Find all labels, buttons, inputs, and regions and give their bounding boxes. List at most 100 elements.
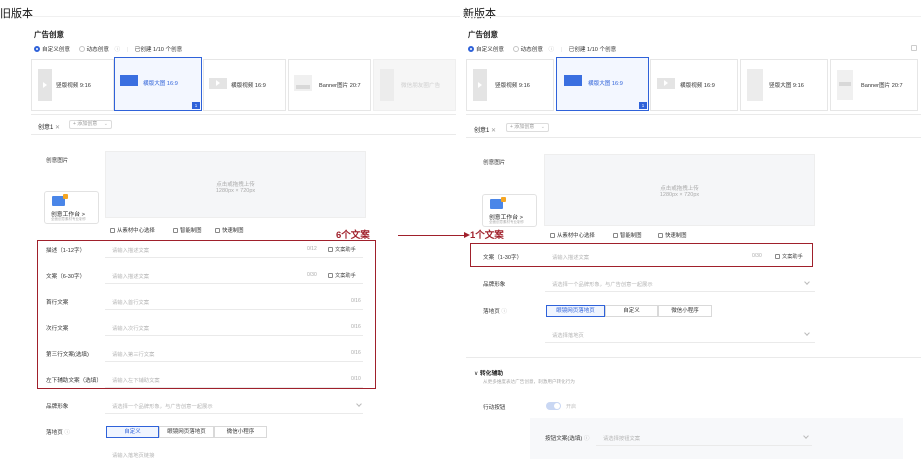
chevron-down-icon — [356, 401, 362, 407]
creative-workstation-card[interactable]: 创意工作台 > 全面创意素材专业制作 — [482, 194, 537, 227]
selected-count-badge: 1 — [192, 102, 200, 109]
field-input[interactable]: 请输入次行文案 — [112, 326, 150, 332]
field-label: 左下辅助文案（选填） — [46, 378, 102, 384]
format-label: Banner图片 20:7 — [319, 83, 361, 89]
material-center-button[interactable]: 从素材中心选择 — [550, 231, 595, 239]
convert-section-toggle[interactable]: ∨ 转化辅助 — [474, 368, 503, 377]
input-underline — [105, 387, 363, 388]
copy-assistant-button[interactable]: 文案助手 — [328, 246, 356, 253]
close-icon[interactable]: ✕ — [55, 125, 61, 131]
format-card-landscape-image[interactable]: 横版大图 16:9 1 — [556, 57, 649, 111]
radio-custom-label: 自定义创意 — [476, 47, 504, 53]
close-icon[interactable]: ✕ — [491, 128, 497, 134]
landing-option-glasses-page[interactable]: 眼镜网页落地页 — [546, 305, 605, 317]
landing-option-custom[interactable]: 自定义 — [605, 305, 658, 317]
copy-assistant-button[interactable]: 文案助手 — [328, 272, 356, 279]
action-label: 快速制图 — [222, 228, 244, 234]
char-count: 0/16 — [351, 350, 361, 356]
assistant-icon — [775, 254, 780, 259]
field-input[interactable]: 请输入描述文案 — [112, 274, 150, 280]
landing-label: 落地页 ⓘ — [483, 309, 507, 315]
button-text-select[interactable]: 请选择按钮文案 — [603, 436, 641, 442]
doc-icon — [215, 228, 220, 233]
brand-select[interactable]: 请选择一个品牌形象，与广告创意一起展示 — [552, 282, 653, 288]
format-card-vertical-image[interactable]: 竖版大图 9:16 — [740, 59, 828, 111]
action-button-label: 行动按钮 — [483, 405, 506, 411]
format-label: 微信朋友圈广告 — [401, 83, 441, 89]
workstation-icon — [490, 197, 506, 209]
tab-creative-1[interactable]: 创意1 ✕ — [38, 122, 60, 131]
radio-custom[interactable] — [34, 46, 40, 52]
char-count: 0/16 — [351, 324, 361, 330]
format-card-landscape-video[interactable]: 横版视频 16:9 — [203, 59, 286, 111]
divider — [30, 16, 460, 17]
field-input[interactable]: 请输入描述文案 — [552, 255, 590, 261]
copy-assistant-button[interactable]: 文案助手 — [775, 253, 803, 260]
format-label: 横版视频 16:9 — [680, 83, 715, 89]
landscape-video-thumb-icon — [209, 78, 227, 89]
upload-area[interactable]: 点击或拖拽上传 1280px × 720px — [544, 154, 815, 226]
format-label: Banner图片 20:7 — [861, 83, 903, 89]
field-input[interactable]: 请输入第三行文案 — [112, 352, 155, 358]
created-count: 已创建 1/10 个创意 — [134, 47, 183, 53]
image-label: 创意图片 — [46, 158, 69, 164]
format-card-vertical-video[interactable]: 竖版视频 9:16 — [466, 59, 554, 111]
landing-page-select[interactable]: 请选择落地页 — [552, 333, 584, 339]
workstation-title: 创意工作台 > — [51, 212, 85, 218]
banner-thumb-icon — [837, 70, 853, 100]
divider — [466, 137, 921, 138]
checkbox[interactable] — [911, 45, 917, 51]
field-input[interactable]: 请输入左下辅助文案 — [112, 378, 160, 384]
chevron-down-icon — [804, 330, 810, 336]
landing-url-input[interactable]: 请输入落地页链接 — [112, 453, 155, 459]
landing-option-custom[interactable]: 自定义 — [106, 426, 159, 438]
divider — [31, 114, 456, 115]
info-icon: ⓘ — [501, 309, 507, 315]
brand-select[interactable]: 请选择一个品牌形象，与广告创意一起展示 — [112, 404, 213, 410]
format-card-landscape-image[interactable]: 横版大图 16:9 1 — [114, 57, 202, 111]
tab-creative-1[interactable]: 创意1 ✕ — [474, 125, 496, 134]
add-creative-button[interactable]: + 添加创意 ⌄ — [69, 120, 112, 129]
format-label: 竖版大图 9:16 — [769, 83, 804, 89]
radio-dynamic[interactable] — [512, 46, 519, 52]
format-card-banner[interactable]: Banner图片 20:7 — [830, 59, 918, 111]
format-card-banner[interactable]: Banner图片 20:7 — [288, 59, 371, 111]
char-count: 0/16 — [351, 298, 361, 304]
add-creative-button[interactable]: + 添加创意 ⌄ — [506, 123, 549, 132]
creative-workstation-card[interactable]: 创意工作台 > 全面创意素材专业制作 — [44, 191, 99, 224]
annotation-label: 6个文案 — [336, 230, 370, 241]
landing-label: 落地页 ⓘ — [46, 430, 70, 436]
format-card-vertical-video[interactable]: 竖版视频 9:16 — [31, 59, 114, 111]
input-underline — [105, 361, 363, 362]
field-label: 文案（1-30字） — [483, 255, 523, 261]
field-label: 第三行文案(选填) — [46, 352, 89, 358]
workstation-subtitle: 全面创意素材专业制作 — [51, 217, 86, 221]
material-center-button[interactable]: 从素材中心选择 — [110, 226, 155, 234]
folder-icon — [110, 228, 115, 233]
info-icon: ⓘ — [583, 436, 590, 442]
smart-design-button[interactable]: 智能制图 — [613, 231, 642, 239]
upload-area[interactable]: 点击或拖拽上传 1280px × 720px — [105, 151, 366, 218]
brand-label: 品牌形象 — [46, 404, 69, 410]
landing-option-mini-program[interactable]: 微信小程序 — [658, 305, 712, 317]
quick-design-button[interactable]: 快速制图 — [215, 226, 244, 234]
landing-option-glasses-page[interactable]: 眼镜网页落地页 — [159, 426, 214, 438]
divider — [466, 16, 921, 17]
workstation-title: 创意工作台 > — [489, 215, 523, 221]
input-underline — [105, 309, 363, 310]
landscape-video-thumb-icon — [657, 78, 675, 89]
landing-option-mini-program[interactable]: 微信小程序 — [214, 426, 267, 438]
action-button-toggle[interactable] — [546, 402, 561, 410]
field-input[interactable]: 请输入首行文案 — [112, 300, 150, 306]
action-label: 智能制图 — [620, 233, 642, 239]
field-input[interactable]: 请输入描述文案 — [112, 248, 150, 254]
creative-mode-group: 自定义创意 动态创意 ⓘ | 已创建 1/10 个创意 — [468, 45, 616, 53]
quick-design-button[interactable]: 快速制图 — [658, 231, 687, 239]
radio-dynamic[interactable] — [78, 46, 85, 52]
radio-custom[interactable] — [468, 46, 474, 52]
format-card-landscape-video[interactable]: 横版视频 16:9 — [650, 59, 738, 111]
action-label: 从素材中心选择 — [117, 228, 155, 234]
smart-design-button[interactable]: 智能制图 — [173, 226, 202, 234]
input-underline — [545, 291, 815, 292]
char-count: 0/10 — [351, 376, 361, 382]
